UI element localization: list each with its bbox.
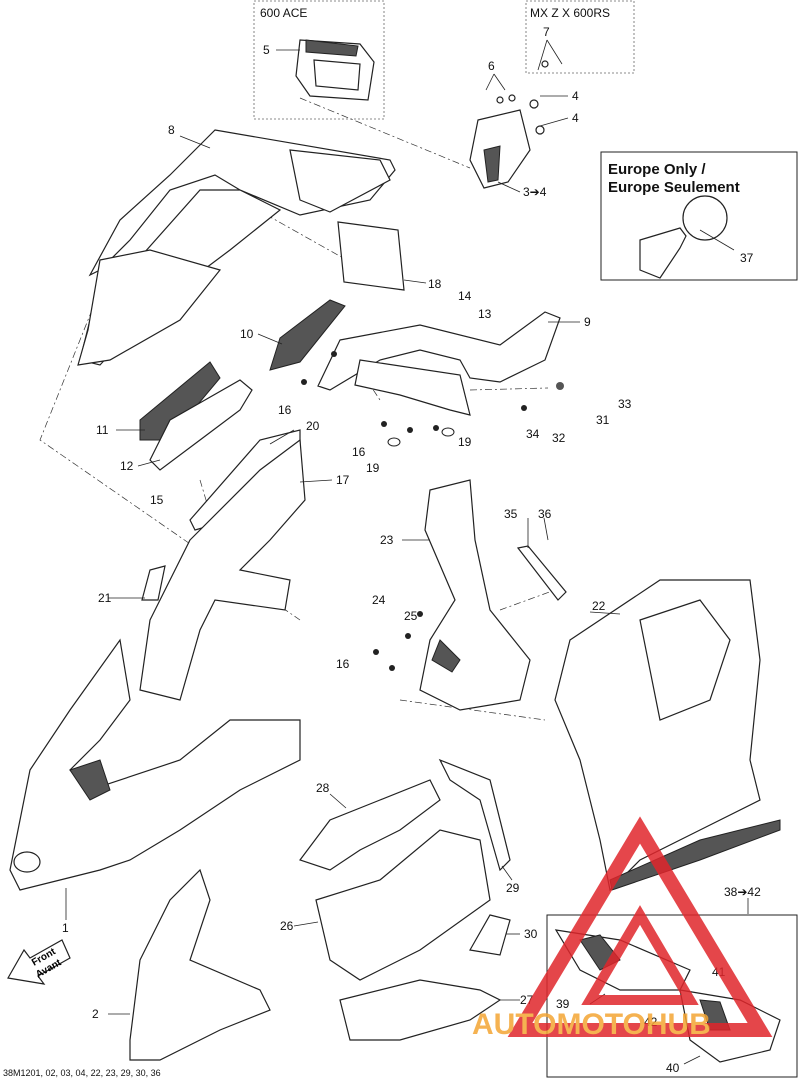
callout-16a: 16 xyxy=(278,403,292,417)
callout-4a: 4 xyxy=(572,89,579,103)
callout-40: 40 xyxy=(666,1061,680,1075)
callout-36: 36 xyxy=(538,507,552,521)
ace-option-box: 600 ACE xyxy=(253,0,385,120)
callout-20: 20 xyxy=(306,419,320,433)
callout-28: 28 xyxy=(316,781,330,795)
callout-1: 1 xyxy=(62,921,69,935)
callout-24: 24 xyxy=(372,593,386,607)
callout-6: 6 xyxy=(488,59,495,73)
part-30-pad xyxy=(469,914,511,956)
callout-32: 32 xyxy=(552,431,566,445)
callout-4b: 4 xyxy=(572,111,579,125)
callout-19a: 19 xyxy=(366,461,380,475)
mxz-box-label: MX Z X 600RS xyxy=(530,6,610,20)
callout-8: 8 xyxy=(168,123,175,137)
front-arrow: Front Avant xyxy=(7,939,71,985)
part-23-inner-bracket xyxy=(419,479,531,711)
part-8-upper-cowl xyxy=(77,129,396,366)
callout-39: 39 xyxy=(556,997,570,1011)
watermark-text: AUTOMOTOHUB xyxy=(472,1008,711,1041)
callout-23: 23 xyxy=(380,533,394,547)
part-1-nose xyxy=(9,638,301,891)
callout-9: 9 xyxy=(584,315,591,329)
callout-38-42: 38➔42 xyxy=(724,885,761,899)
callout-16b: 16 xyxy=(352,445,366,459)
callout-labels: 5 7 6 4 4 3➔4 8 9 18 14 13 10 16 11 12 1… xyxy=(62,25,761,1075)
callout-3-4: 3➔4 xyxy=(523,185,547,199)
part-17-side-panel xyxy=(139,438,306,701)
part-35-strap xyxy=(516,545,567,601)
callout-16c: 16 xyxy=(336,657,350,671)
callout-22: 22 xyxy=(592,599,606,613)
watermark-logo: AUTOMOTOHUB xyxy=(472,816,773,1041)
callout-11: 11 xyxy=(96,423,109,437)
callout-12: 12 xyxy=(120,459,134,473)
callout-29: 29 xyxy=(506,881,520,895)
callout-25: 25 xyxy=(404,609,418,623)
callout-10: 10 xyxy=(240,327,254,341)
part-12-bracket xyxy=(149,379,253,471)
callout-21: 21 xyxy=(98,591,112,605)
part-28-panel xyxy=(299,779,441,871)
figure-code: 38M1201, 02, 03, 04, 22, 23, 29, 30, 36 xyxy=(3,1068,161,1078)
part-2-lower-nose xyxy=(129,868,271,1061)
callout-33: 33 xyxy=(618,397,632,411)
callout-34: 34 xyxy=(526,427,540,441)
callout-30: 30 xyxy=(524,927,538,941)
callout-17: 17 xyxy=(336,473,350,487)
ace-box-label: 600 ACE xyxy=(260,6,307,20)
part-18-panel xyxy=(337,221,405,291)
callout-2: 2 xyxy=(92,1007,99,1021)
callout-31: 31 xyxy=(596,413,610,427)
part-3-bracket xyxy=(469,60,549,189)
callout-26: 26 xyxy=(280,919,294,933)
callout-7: 7 xyxy=(543,25,550,39)
callout-15: 15 xyxy=(150,493,164,507)
callout-18: 18 xyxy=(428,277,442,291)
mxz-option-box: MX Z X 600RS xyxy=(525,0,635,74)
part-10-vent xyxy=(269,299,346,371)
callout-14: 14 xyxy=(458,289,472,303)
leader-lines xyxy=(65,39,749,1065)
part-22-side-cowl xyxy=(554,579,781,892)
part-37-horn xyxy=(639,195,728,279)
callout-19b: 19 xyxy=(458,435,472,449)
part-9-support xyxy=(317,311,561,416)
europe-box: Europe Only / Europe Seulement xyxy=(600,151,798,281)
part-5-headlight-ace xyxy=(295,39,375,101)
europe-line2: Europe Seulement xyxy=(608,179,740,196)
part-21-pad xyxy=(141,565,166,601)
hardware-dots xyxy=(301,351,564,671)
part-27-panel xyxy=(339,979,502,1041)
callout-13: 13 xyxy=(478,307,492,321)
part-26-panel xyxy=(315,829,491,981)
callout-37: 37 xyxy=(740,251,754,265)
callout-35: 35 xyxy=(504,507,518,521)
callout-5: 5 xyxy=(263,43,270,57)
part-29-trim xyxy=(438,758,511,872)
europe-line1: Europe Only / xyxy=(608,161,706,178)
